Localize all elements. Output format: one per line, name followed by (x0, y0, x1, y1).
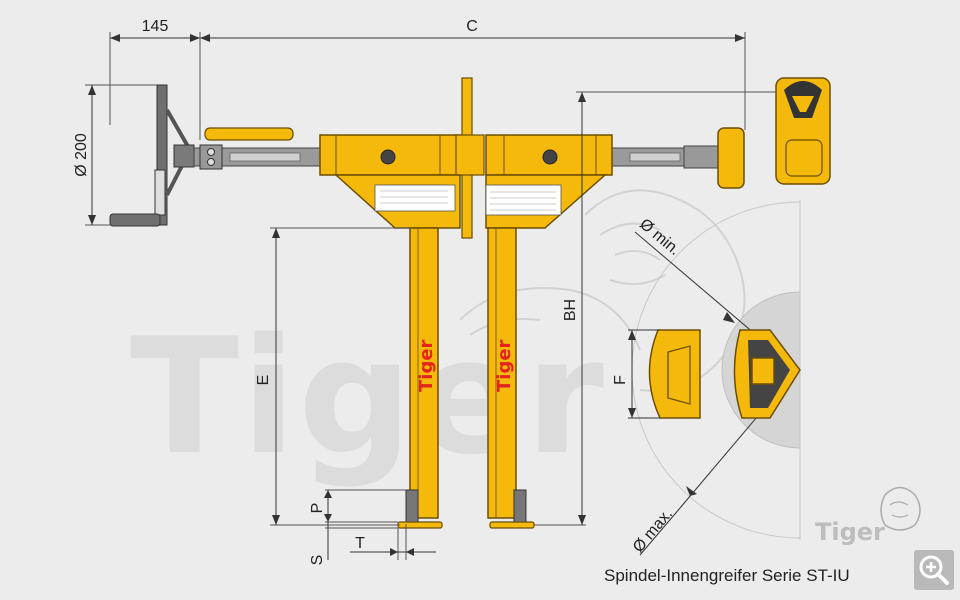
tiger-logo: Tiger (815, 486, 921, 546)
watermark: Tiger (130, 189, 746, 490)
gripper-body: Tiger Tiger (319, 77, 613, 529)
top-dimensions: 145 C (109, 18, 746, 140)
zoom-in-icon (919, 555, 949, 585)
build-height-label: BH (562, 299, 579, 321)
shoe-insert-side (648, 329, 701, 419)
warning-plate-right (485, 184, 562, 216)
diagram-caption: Spindel-Innengreifer Serie ST-IU (604, 566, 850, 585)
type-plate-left (374, 184, 456, 212)
zoom-button[interactable] (914, 550, 954, 590)
overall-length-label: C (466, 18, 478, 35)
handwheel-diameter-label: Ø 200 (73, 133, 90, 177)
foot-dimensions: P S T (309, 489, 436, 566)
jaw-right (717, 77, 831, 189)
foot-plate-height-label: P (309, 503, 326, 514)
build-height-dimension: BH (534, 91, 776, 526)
handwheel-dimension: Ø 200 (73, 84, 165, 226)
diameter-detail: Ø min. Ø max. F (612, 200, 960, 556)
tiger-logo-wordmark: Tiger (815, 518, 885, 546)
leg-height-dimension: E (255, 227, 410, 526)
watermark-wordmark: Tiger (130, 303, 606, 490)
foot-plate-thickness-label: S (309, 555, 326, 566)
insert-width-label: F (612, 375, 629, 385)
leg-height-label: E (255, 375, 272, 386)
spindle (193, 127, 723, 170)
handwheel-offset-label: 145 (142, 18, 169, 35)
leg-brand-right: Tiger (494, 339, 515, 392)
leg-brand-left: Tiger (416, 339, 437, 392)
foot-length-label: T (355, 535, 365, 552)
handwheel (109, 84, 195, 227)
max-diameter-label: Ø max. (630, 506, 676, 556)
